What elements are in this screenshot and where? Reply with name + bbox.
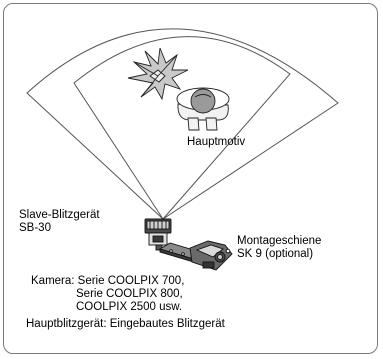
slave-flash-label: Slave-Blitzgerät <box>19 209 100 221</box>
subject-label: Hauptmotiv <box>187 136 245 148</box>
camera-label: Kamera: Serie COOLPIX 700, <box>31 275 184 287</box>
camera-2500-label: COOLPIX 2500 usw. <box>76 301 182 313</box>
mount-rail-label: Montageschiene <box>237 235 321 247</box>
mount-rail-model-label: SK 9 (optional) <box>237 248 313 260</box>
main-flash-label: Hauptblitzgerät: Eingebautes Blitzgerät <box>26 318 225 330</box>
plant-icon <box>128 48 188 99</box>
slave-flash-model-label: SB-30 <box>19 222 51 234</box>
narrow-flash-coverage-arc <box>74 37 290 219</box>
camera-icon <box>190 241 232 270</box>
person-subject-icon <box>177 88 229 130</box>
wide-flash-coverage-arc <box>27 29 338 219</box>
camera-series-800-label: Serie COOLPIX 800, <box>76 288 183 300</box>
